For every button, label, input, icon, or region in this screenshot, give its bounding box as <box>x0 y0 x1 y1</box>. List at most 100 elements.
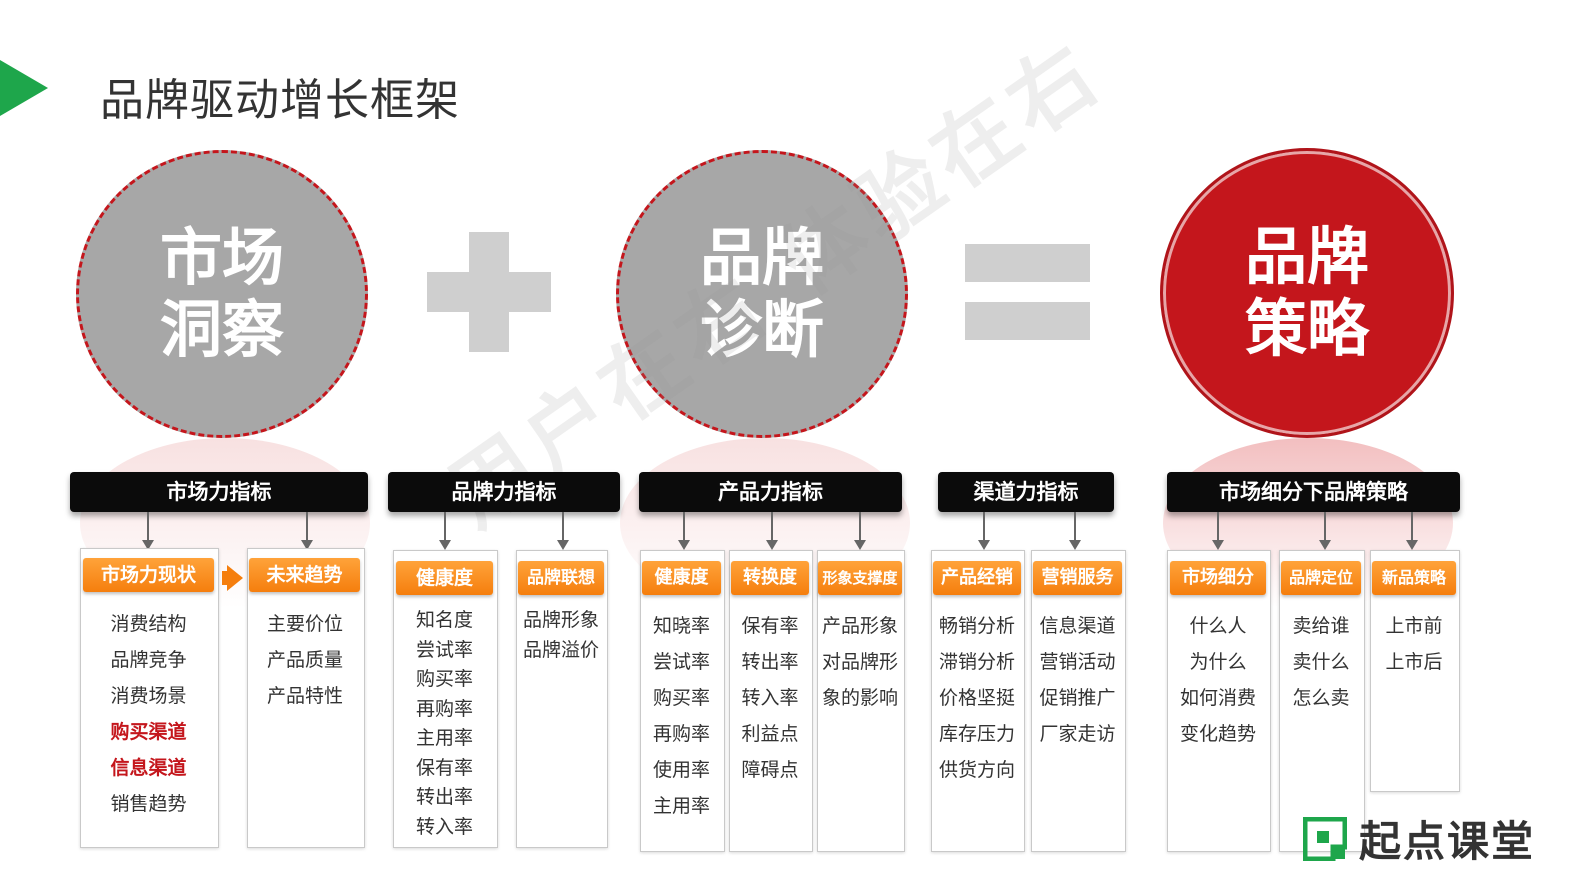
arrow-down-icon <box>678 540 690 550</box>
list-item: 产品质量 <box>266 649 343 671</box>
title-triangle-icon <box>0 60 48 116</box>
list-item: 为什么 <box>1189 651 1247 673</box>
arrow-right-shaft <box>222 571 228 585</box>
list-item: 上市后 <box>1385 651 1443 673</box>
list-item: 尝试率 <box>652 651 710 673</box>
list-item: 供货方向 <box>938 759 1015 781</box>
list-item: 品牌竞争 <box>110 649 187 671</box>
list-item: 转出率 <box>741 651 799 673</box>
arrow-line <box>983 512 985 542</box>
strategy-col2-box <box>1279 550 1365 852</box>
arrow-line <box>771 512 773 542</box>
list-item: 品牌溢价 <box>522 638 599 661</box>
arrow-line <box>1074 512 1076 542</box>
list-item: 信息渠道 <box>1039 615 1116 637</box>
channel-col1-list: 畅销分析 滞销分析 价格坚挺 库存压力 供货方向 <box>931 608 1023 788</box>
list-item: 卖什么 <box>1292 651 1350 673</box>
list-item: 转入率 <box>741 687 799 709</box>
product-col2-box <box>729 550 813 852</box>
list-item: 畅销分析 <box>938 615 1015 637</box>
badge-marketing-service: 营销服务 <box>1033 561 1122 595</box>
product-col1-box <box>640 550 725 852</box>
list-item: 主用率 <box>652 795 710 817</box>
arrow-line <box>306 512 308 542</box>
list-item: 销售趋势 <box>110 793 187 815</box>
strategy-col3-list: 上市前 上市后 <box>1370 608 1458 680</box>
header-market-indicators: 市场力指标 <box>70 472 368 512</box>
list-item: 库存压力 <box>938 723 1015 745</box>
strategy-col1-box <box>1167 550 1271 852</box>
list-item: 主要价位 <box>266 613 343 635</box>
product-col3-box <box>817 550 905 852</box>
list-item: 促销推广 <box>1039 687 1116 709</box>
equals-icon-lower <box>965 302 1090 340</box>
arrow-down-icon <box>439 540 451 550</box>
arrow-down-icon <box>557 540 569 550</box>
arrow-down-icon <box>766 540 778 550</box>
badge-brand-health: 健康度 <box>396 561 493 595</box>
qidian-logo-icon <box>1302 816 1348 861</box>
list-item: 再购率 <box>415 697 473 720</box>
list-item: 使用率 <box>652 759 710 781</box>
list-item: 消费场景 <box>110 685 187 707</box>
list-item: 转出率 <box>415 786 473 808</box>
arrow-down-icon <box>1406 540 1418 550</box>
badge-product-distribution: 产品经销 <box>933 561 1021 595</box>
list-item: 主用率 <box>415 727 473 749</box>
list-item: 保有率 <box>741 615 799 637</box>
market-col1-box <box>80 548 219 848</box>
brand-col1-box <box>393 550 498 848</box>
list-item: 厂家走访 <box>1039 723 1116 745</box>
list-item: 再购率 <box>652 723 710 745</box>
badge-image-support: 形象支撑度 <box>818 561 902 595</box>
header-segment-strategy: 市场细分下品牌策略 <box>1167 472 1460 512</box>
product-col2-list: 保有率 转出率 转入率 利益点 障碍点 <box>729 608 811 788</box>
list-item: 知晓率 <box>652 615 710 637</box>
badge-market-status: 市场力现状 <box>83 558 214 592</box>
list-item: 营销活动 <box>1039 651 1116 673</box>
header-channel-indicators: 渠道力指标 <box>938 472 1114 512</box>
market-col2-list: 主要价位 产品质量 产品特性 <box>247 606 363 714</box>
list-item-highlight: 信息渠道 <box>110 757 187 779</box>
arrow-line <box>147 512 149 542</box>
strategy-col1-list: 什么人 为什么 如何消费 变化趋势 <box>1167 608 1269 752</box>
list-item: 保有率 <box>415 756 473 779</box>
arrow-line <box>562 512 564 542</box>
list-item: 滞销分析 <box>938 651 1015 673</box>
badge-conversion: 转换度 <box>731 561 809 595</box>
header-product-indicators: 产品力指标 <box>639 472 902 512</box>
arrow-down-icon <box>1069 540 1081 550</box>
list-item: 象的影响 <box>821 687 898 709</box>
arrow-line <box>859 512 861 542</box>
list-item: 购买率 <box>652 687 710 709</box>
brand-col2-list: 品牌形象 品牌溢价 <box>516 606 606 665</box>
list-item: 转入率 <box>415 815 473 838</box>
brand-col2-box <box>516 550 608 848</box>
list-item: 对品牌形 <box>821 651 898 673</box>
list-item: 品牌形象 <box>522 609 599 631</box>
list-item: 上市前 <box>1385 615 1443 637</box>
arrow-line <box>1324 512 1326 542</box>
channel-col1-box <box>931 550 1025 852</box>
page-title: 品牌驱动增长框架 <box>100 75 460 126</box>
list-item: 尝试率 <box>415 638 473 661</box>
badge-market-segmentation: 市场细分 <box>1170 561 1266 595</box>
list-item: 卖给谁 <box>1292 615 1350 637</box>
arrow-down-icon <box>978 540 990 550</box>
channel-col2-box <box>1031 550 1126 852</box>
badge-new-product-strategy: 新品策略 <box>1372 561 1456 595</box>
market-col1-list: 消费结构 品牌竞争 消费场景 购买渠道 信息渠道 销售趋势 <box>80 606 217 822</box>
arrow-down-icon <box>1212 540 1224 550</box>
arrow-line <box>444 512 446 542</box>
badge-brand-positioning: 品牌定位 <box>1281 561 1361 595</box>
header-brand-indicators: 品牌力指标 <box>388 472 620 512</box>
arrow-down-icon <box>1319 540 1331 550</box>
list-item: 产品形象 <box>821 615 898 637</box>
list-item: 怎么卖 <box>1292 687 1350 709</box>
strategy-col2-list: 卖给谁 卖什么 怎么卖 <box>1279 608 1363 716</box>
arrow-line <box>1217 512 1219 542</box>
list-item: 产品特性 <box>266 685 343 707</box>
list-item: 价格坚挺 <box>938 687 1015 709</box>
list-item: 如何消费 <box>1179 687 1256 709</box>
badge-future-trend: 未来趋势 <box>249 558 360 592</box>
